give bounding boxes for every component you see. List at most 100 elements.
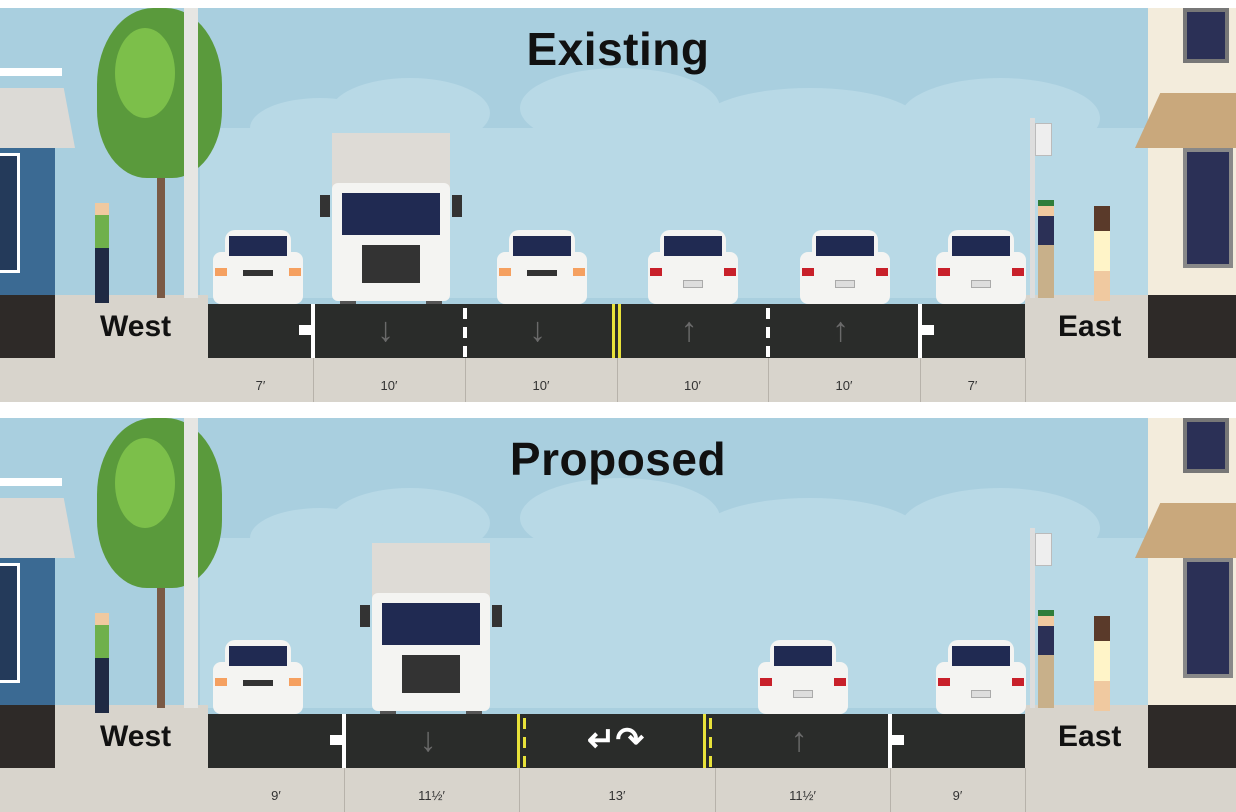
car-body xyxy=(758,662,848,714)
car-body xyxy=(213,252,303,304)
up-arrow-icon: ↑ xyxy=(680,311,698,349)
mirror xyxy=(320,195,330,217)
dimension-divider xyxy=(519,768,520,812)
light-pole xyxy=(184,418,198,708)
parking-lane-line xyxy=(342,714,346,768)
dimension-divider xyxy=(1025,358,1026,402)
grille xyxy=(243,680,273,686)
dashed-yellow-line xyxy=(709,737,712,748)
car-body xyxy=(936,252,1026,304)
up-arrow-icon: ↑ xyxy=(832,311,849,349)
car-front xyxy=(213,230,303,316)
taillight xyxy=(802,268,814,276)
dimension-divider xyxy=(617,358,618,402)
down-arrow-icon: ↓ xyxy=(377,311,394,349)
windshield xyxy=(774,646,832,666)
building-base xyxy=(0,295,55,358)
bus-stop-sign xyxy=(1035,123,1052,156)
parking-tick xyxy=(920,325,934,335)
dimension-divider xyxy=(344,768,345,812)
lane-width-label: 11½′ xyxy=(789,788,816,803)
dimension-divider xyxy=(768,358,769,402)
down-arrow-icon: ↓ xyxy=(419,721,437,759)
lane-dash xyxy=(463,308,467,319)
lane-width-label: 10′ xyxy=(684,378,701,393)
light-pole xyxy=(184,8,198,298)
two-way-left-turn-icon: ↵↷ xyxy=(587,721,644,759)
license-plate xyxy=(971,690,991,698)
taillight xyxy=(938,268,950,276)
truck-windshield xyxy=(342,193,440,235)
east-label: East xyxy=(1058,310,1122,343)
license-plate xyxy=(683,280,703,288)
solid-yellow-line xyxy=(703,714,706,768)
window xyxy=(0,153,20,273)
taillight xyxy=(876,268,888,276)
lane-dash xyxy=(463,346,467,357)
lane-width-label: 11½′ xyxy=(418,788,445,803)
lane-width-label: 13′ xyxy=(608,788,626,803)
waiting-person xyxy=(1038,610,1054,708)
roadway xyxy=(208,304,1025,358)
windshield xyxy=(513,236,571,256)
double-yellow-line xyxy=(612,304,615,358)
west-sidewalk xyxy=(55,295,208,358)
car-body xyxy=(800,252,890,304)
pedestrian-east xyxy=(1094,206,1110,301)
storefront-window xyxy=(1183,148,1233,268)
mirror xyxy=(452,195,462,217)
up-arrow-icon: ↑ xyxy=(790,721,808,759)
west-label: West xyxy=(100,310,172,343)
waiting-person xyxy=(1038,200,1054,298)
panel-title: Existing xyxy=(526,23,710,75)
taillight xyxy=(938,678,950,686)
windshield xyxy=(664,236,722,256)
grille xyxy=(243,270,273,276)
windshield xyxy=(952,236,1010,256)
dimension-divider xyxy=(920,358,921,402)
dashed-yellow-line xyxy=(709,718,712,729)
east-sidewalk xyxy=(1025,295,1148,358)
windshield xyxy=(816,236,874,256)
taillight xyxy=(1012,268,1024,276)
headlight xyxy=(215,268,227,276)
grille xyxy=(402,655,460,693)
headlight xyxy=(573,268,585,276)
headlight xyxy=(289,678,301,686)
lane-dash xyxy=(766,346,770,357)
car-body xyxy=(648,252,738,304)
dimension-divider xyxy=(313,358,314,402)
grille xyxy=(362,245,420,283)
car-body xyxy=(936,662,1026,714)
car-rear xyxy=(800,230,890,316)
lane-width-label: 10′ xyxy=(380,378,398,393)
windshield xyxy=(229,646,287,666)
upper-window xyxy=(1183,418,1229,473)
car-rear xyxy=(936,230,1026,316)
headlight xyxy=(215,678,227,686)
solid-yellow-line xyxy=(517,714,520,768)
truck-windshield xyxy=(382,603,480,645)
headlight xyxy=(289,268,301,276)
lane-width-label: 7′ xyxy=(967,378,978,393)
tree-highlight xyxy=(115,438,175,528)
truck xyxy=(360,543,502,723)
east-label: East xyxy=(1058,720,1122,753)
headlight xyxy=(499,268,511,276)
parking-tick xyxy=(890,735,904,745)
dimension-divider xyxy=(890,768,891,812)
east-sidewalk xyxy=(1025,705,1148,768)
taillight xyxy=(724,268,736,276)
grille xyxy=(527,270,557,276)
tree-highlight xyxy=(115,28,175,118)
upper-window xyxy=(1183,8,1229,63)
pedestrian-west xyxy=(95,203,109,303)
building-cornice xyxy=(0,478,62,486)
dimension-strip xyxy=(0,358,1236,402)
panel-title: Proposed xyxy=(509,433,727,485)
license-plate xyxy=(835,280,855,288)
tree-trunk xyxy=(157,568,165,708)
license-plate xyxy=(793,690,813,698)
car-body xyxy=(497,252,587,304)
